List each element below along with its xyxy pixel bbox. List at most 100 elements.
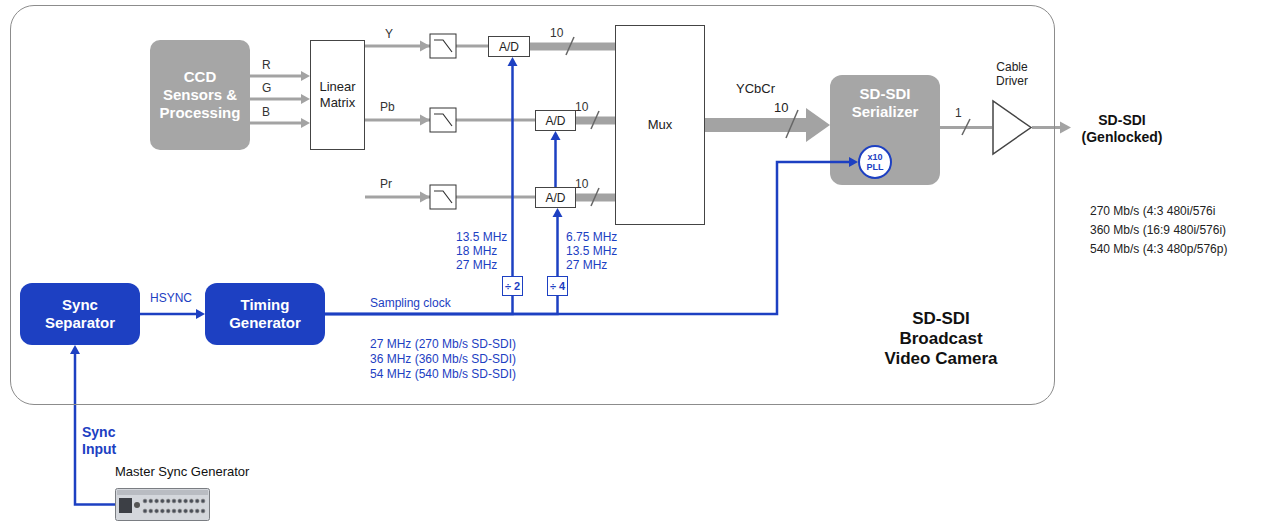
arrow-head (508, 57, 518, 66)
pll-circle: x10 PLL (858, 145, 892, 179)
connector-label: 10 (575, 100, 588, 114)
connector-line (554, 137, 557, 187)
rack-connector (189, 499, 193, 503)
connector-label: B (262, 105, 270, 119)
block-label: A/D (499, 40, 519, 54)
clock-rate-note: 27 MHz (270 Mb/s SD-SDI) (370, 337, 516, 351)
signal-connector (250, 118, 310, 128)
block-label: Sync Separator (30, 296, 130, 332)
serializer-fill (830, 75, 940, 185)
rack-connector (160, 509, 164, 513)
data-rate: 360 Mb/s (16:9 480i/576i) (1090, 223, 1226, 237)
clock-connector (553, 208, 563, 276)
block-label: SD-SDI Serializer (835, 85, 935, 121)
connector-label: 1 (955, 106, 962, 120)
lowpass-filter (420, 108, 456, 132)
connector-line (140, 313, 199, 316)
connector-line (325, 296, 513, 314)
rack-connector (189, 509, 193, 513)
clock-frequency: 18 MHz (456, 244, 497, 258)
connector-line (325, 162, 852, 314)
rack-connector (143, 499, 147, 503)
connector-line (705, 118, 813, 132)
driver-symbol (992, 100, 1032, 155)
connector-label: 10 (550, 26, 563, 40)
connector-label: Y (385, 27, 393, 41)
rack-connector (195, 499, 199, 503)
data-rate: 270 Mb/s (4:3 480i/576i (1090, 204, 1215, 218)
connector-label: Pb (380, 100, 395, 114)
rack-connector (201, 499, 205, 503)
clock-frequency: 27 MHz (566, 258, 607, 272)
connector-line (250, 75, 304, 78)
rack-body (116, 489, 210, 521)
clock-frequency: 6.75 MHz (566, 230, 617, 244)
arrow-head (849, 157, 858, 167)
clock-connector (325, 296, 558, 314)
output-arrow (1032, 122, 1071, 134)
bus-width: 10 (774, 100, 788, 115)
block-label: Mux (648, 117, 673, 133)
signal-connector (250, 94, 310, 104)
clock-connector (325, 296, 513, 314)
rack-connector (166, 509, 170, 513)
lowpass-filter (420, 185, 456, 209)
lowpass-filter (420, 34, 456, 58)
rack-connector (155, 509, 159, 513)
driver-label: Cable Driver (984, 60, 1040, 88)
divider-label: ÷ 4 (550, 280, 565, 293)
divider-box: ÷ 4 (547, 276, 568, 296)
rack-connector (143, 509, 147, 513)
rack-connector (155, 499, 159, 503)
rack-connector (195, 509, 199, 513)
rack-connector (201, 509, 205, 513)
connector-line (511, 63, 514, 276)
rack-strip (117, 490, 208, 495)
connector-label: G (262, 81, 271, 95)
rack-connector (172, 509, 176, 513)
block-label: Timing Generator (215, 296, 315, 332)
housing-title: SD-SDI Broadcast Video Camera (881, 309, 1001, 369)
arrow-head (301, 94, 310, 104)
rack-connector (172, 499, 176, 503)
connector-label: R (262, 58, 271, 72)
matrix-box: Linear Matrix (310, 40, 365, 150)
signal-connector (530, 46, 615, 47)
rack-connector (184, 499, 188, 503)
clock-frequency: 13.5 MHz (456, 230, 507, 244)
adc-box: A/D (535, 187, 576, 208)
clock-connector (140, 309, 205, 319)
signal-connector (250, 71, 310, 81)
connector-line (530, 43, 615, 51)
connector-label: HSYNC (150, 291, 192, 305)
clock-connector (508, 57, 518, 276)
rack-connector (178, 499, 182, 503)
block-label: A/D (545, 114, 565, 128)
rack-unit-picture (115, 488, 210, 521)
camera-housing: SD-SDI Broadcast Video Camera CCD Sensors… (10, 5, 1055, 405)
ccd-block: CCD Sensors & Processing (150, 40, 250, 150)
connector-line (325, 296, 558, 314)
connector-label: Pr (380, 177, 392, 191)
connector-line (250, 122, 304, 125)
clock-frequency: 27 MHz (456, 258, 497, 272)
serializer-block: SD-SDI Serializer x10 PLL (830, 75, 940, 185)
arrow-head (196, 309, 205, 319)
arrow-head (806, 108, 830, 142)
connector-line (556, 214, 559, 276)
clock-rate-note: 54 MHz (540 Mb/s SD-SDI) (370, 367, 516, 381)
cable-driver-triangle: Cable Driver (992, 100, 1032, 155)
connector-label: Sync Input (82, 424, 127, 458)
arrow-head (553, 208, 563, 217)
data-rate: 540 Mb/s (4:3 480p/576p) (1090, 242, 1227, 256)
signal-connector (705, 108, 830, 142)
rack-connector (178, 509, 182, 513)
timing-generator-box: Timing Generator (205, 283, 325, 345)
divider-label: ÷ 2 (505, 280, 520, 293)
arrow-head (551, 131, 561, 140)
rack-knob (134, 502, 140, 508)
device-label: Master Sync Generator (115, 464, 249, 479)
arrow-head (70, 345, 80, 354)
arrow-head (301, 118, 310, 128)
block-label: A/D (545, 191, 565, 205)
